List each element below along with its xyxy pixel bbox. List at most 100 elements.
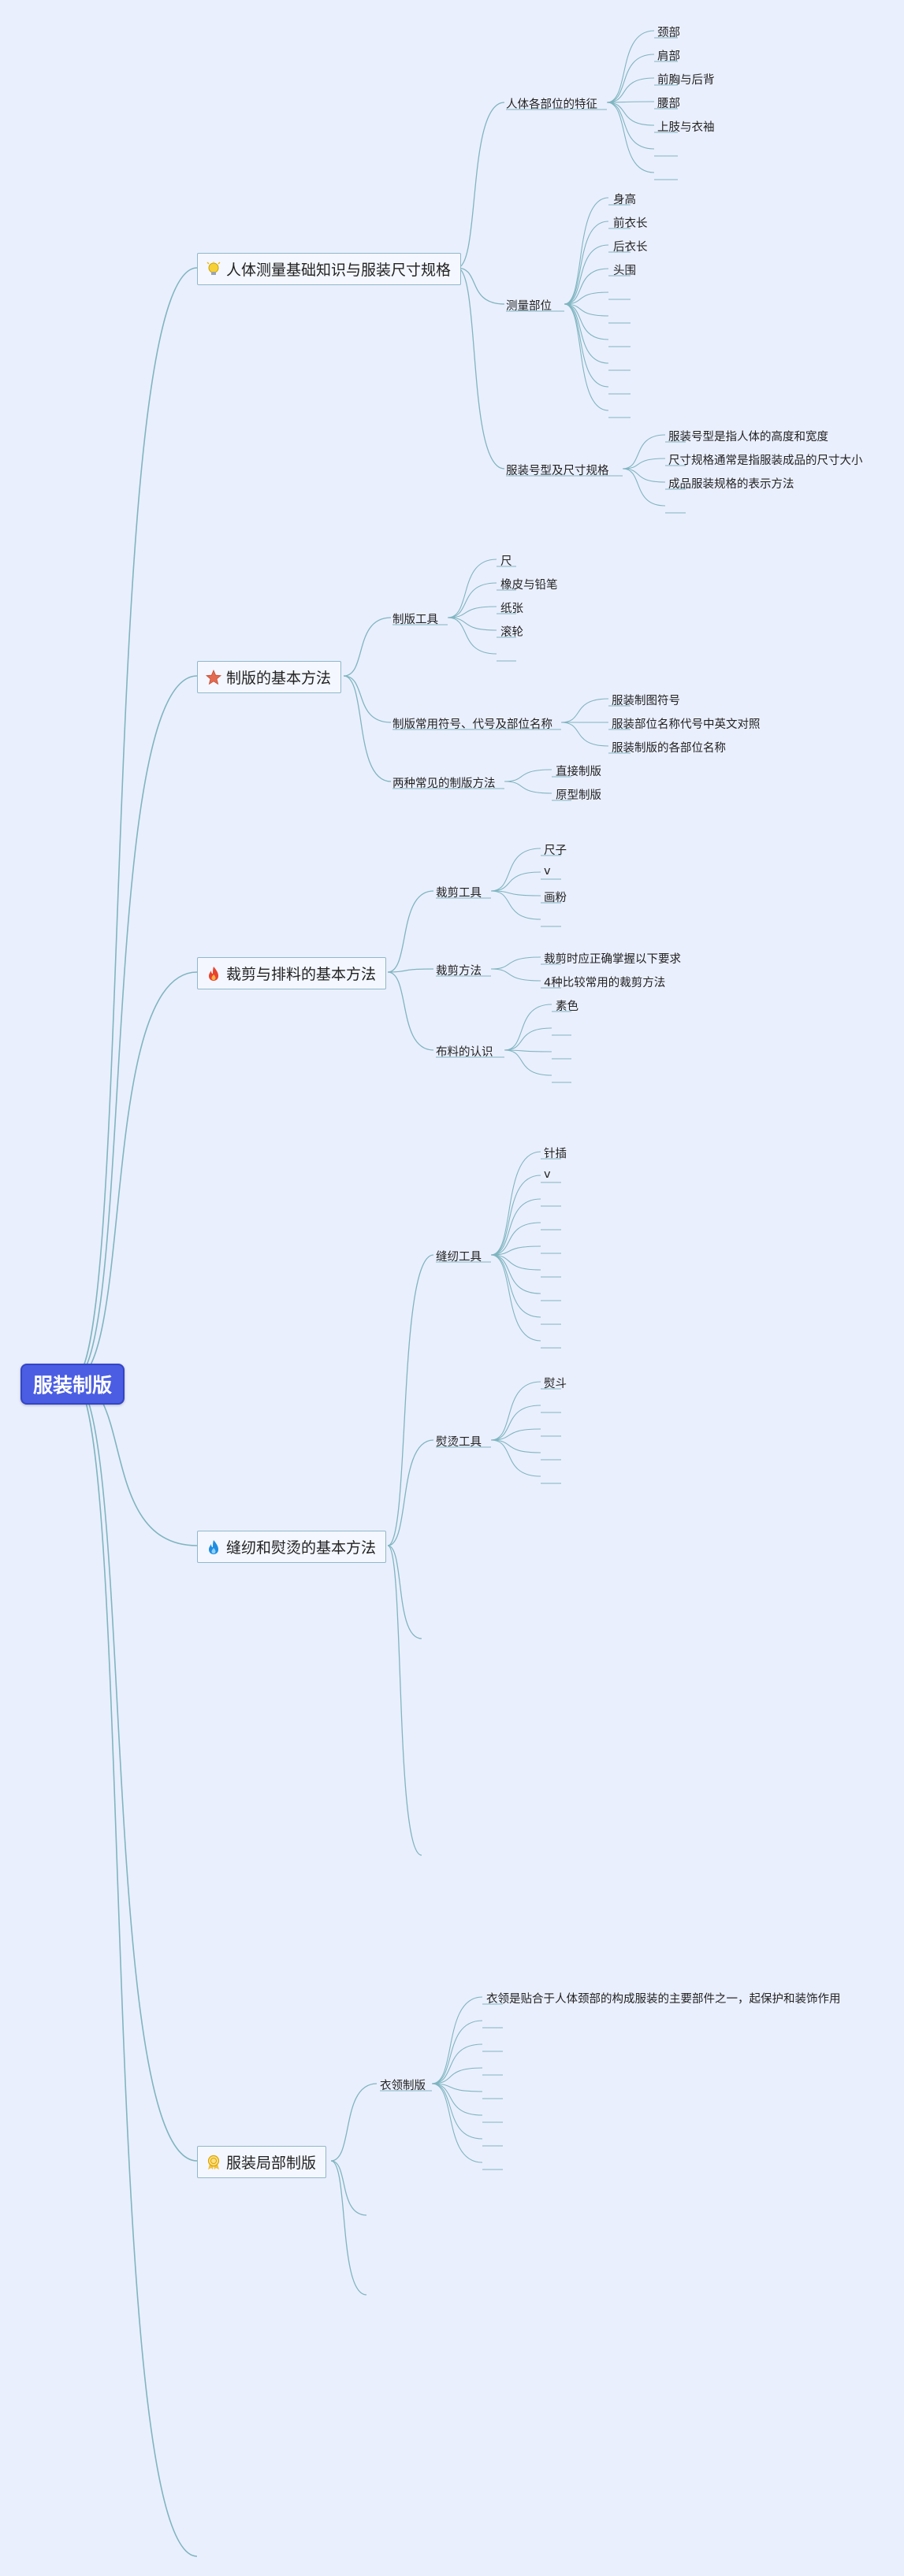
leaf-item[interactable]: 尺寸规格通常是指服装成品的尺寸大小 xyxy=(668,455,863,467)
connector-line xyxy=(504,769,552,782)
branch-measurement[interactable]: 人体测量基础知识与服装尺寸规格 xyxy=(197,253,462,285)
sub-fabric[interactable]: 布料的认识 xyxy=(436,1046,493,1059)
leaf-item[interactable]: 腰部 xyxy=(657,98,680,110)
leaf-item[interactable]: 尺子 xyxy=(544,844,567,857)
connector-line xyxy=(490,1222,541,1256)
sub-body-features[interactable]: 人体各部位的特征 xyxy=(506,98,597,111)
leaf-item[interactable]: 4种比较常用的裁剪方法 xyxy=(544,977,666,989)
leaf-item[interactable]: 针插 xyxy=(544,1148,567,1160)
connector-line xyxy=(564,303,609,340)
connector-line xyxy=(72,675,198,1381)
leaf-item[interactable]: 上肢与衣袖 xyxy=(657,121,715,134)
connector-line xyxy=(564,221,609,305)
sub-cutting-methods[interactable]: 裁剪方法 xyxy=(436,965,482,978)
leaf-item[interactable]: 衣领是贴合于人体颈部的构成服装的主要部件之一，起保护和装饰作用 xyxy=(486,1993,841,2006)
connector-line xyxy=(490,890,541,920)
branch-label: 人体测量基础知识与服装尺寸规格 xyxy=(226,262,452,279)
connector-line xyxy=(606,102,655,126)
sub-collar-pattern[interactable]: 衣领制版 xyxy=(380,2080,426,2092)
connector-line xyxy=(343,617,392,677)
root-node[interactable]: 服装制版 xyxy=(20,1364,125,1405)
connector-line xyxy=(456,102,505,269)
leaf-item[interactable]: 成品服装规格的表示方法 xyxy=(668,478,794,491)
leaf-item[interactable]: 熨斗 xyxy=(544,1378,567,1390)
branch-sewing-ironing[interactable]: 缝纫和熨烫的基本方法 xyxy=(197,1531,387,1563)
branch-cutting-layout[interactable]: 裁剪与排料的基本方法 xyxy=(197,957,387,989)
connector-line xyxy=(490,968,541,982)
connector-line xyxy=(504,1049,552,1052)
leaf-item[interactable]: 前胸与后背 xyxy=(657,74,715,87)
leaf-item[interactable]: 颈部 xyxy=(657,27,680,39)
connector-line xyxy=(447,606,497,618)
star-icon xyxy=(206,669,221,685)
branch-pattern-methods[interactable]: 制版的基本方法 xyxy=(197,661,342,693)
connector-line xyxy=(431,2083,483,2140)
connector-line xyxy=(622,458,666,470)
leaf-item[interactable]: v xyxy=(544,865,551,878)
leaf-item[interactable]: 身高 xyxy=(613,194,636,206)
connector-line xyxy=(490,1405,541,1441)
sub-size-spec[interactable]: 服装号型及尺寸规格 xyxy=(506,465,609,477)
connector-line xyxy=(72,971,198,1381)
leaf-item[interactable]: 橡皮与铅笔 xyxy=(500,579,558,592)
connector-line xyxy=(564,303,609,411)
connector-line xyxy=(387,1545,422,1639)
leaf-item[interactable]: 服装制图符号 xyxy=(612,695,680,707)
sub-sewing-tools[interactable]: 缝纫工具 xyxy=(436,1251,482,1264)
connector-line xyxy=(490,1439,541,1453)
sub-measure-parts[interactable]: 测量部位 xyxy=(506,300,552,313)
sub-pattern-tools[interactable]: 制版工具 xyxy=(392,614,438,626)
connector-line xyxy=(490,1254,541,1294)
sub-ironing-tools[interactable]: 熨烫工具 xyxy=(436,1436,482,1449)
connector-line xyxy=(490,1245,541,1256)
leaf-item[interactable]: 服装制版的各部位名称 xyxy=(612,742,726,755)
sub-symbols[interactable]: 制版常用符号、代号及部位名称 xyxy=(392,718,552,731)
branch-partial-pattern[interactable]: 服装局部制版 xyxy=(197,2146,327,2178)
connector-line xyxy=(622,434,666,470)
leaf-item[interactable]: 前衣长 xyxy=(613,217,648,230)
branch-label: 制版的基本方法 xyxy=(226,670,332,687)
connector-line xyxy=(431,2083,483,2092)
leaf-item[interactable]: 素色 xyxy=(556,1000,578,1013)
connector-line xyxy=(431,2083,483,2116)
connector-line xyxy=(560,698,609,723)
connector-line xyxy=(431,2067,483,2084)
leaf-item[interactable]: 画粉 xyxy=(544,892,567,904)
sub-cutting-tools[interactable]: 裁剪工具 xyxy=(436,887,482,900)
connector-line xyxy=(447,582,497,618)
connector-line xyxy=(447,617,497,655)
connector-line xyxy=(622,468,666,507)
sub-two-methods[interactable]: 两种常见的制版方法 xyxy=(392,778,496,790)
connector-line xyxy=(564,291,609,305)
leaf-item[interactable]: 纸张 xyxy=(500,603,523,615)
connector-line xyxy=(490,1198,541,1256)
connector-line xyxy=(456,267,505,470)
leaf-item[interactable]: 服装部位名称代号中英文对照 xyxy=(612,718,761,731)
leaf-item[interactable]: 后衣长 xyxy=(613,241,648,254)
leaf-item[interactable]: 服装号型是指人体的高度和宽度 xyxy=(668,431,828,444)
fire-blue-icon xyxy=(209,1539,218,1554)
leaf-item[interactable]: 肩部 xyxy=(657,50,680,63)
connector-line xyxy=(431,1996,483,2084)
connector-line xyxy=(606,54,655,103)
connector-line xyxy=(606,102,655,150)
connector-line xyxy=(490,956,541,970)
leaf-item[interactable]: 滚轮 xyxy=(500,626,523,639)
leaf-item[interactable]: 裁剪时应正确掌握以下要求 xyxy=(544,953,681,966)
connector-line xyxy=(387,1439,434,1546)
leaf-item[interactable]: 直接制版 xyxy=(556,766,601,778)
connector-line xyxy=(564,244,609,305)
leaf-item[interactable]: 原型制版 xyxy=(556,789,601,802)
leaf-item[interactable]: 尺 xyxy=(500,555,512,568)
connector-line xyxy=(490,1175,541,1256)
connector-line xyxy=(330,2160,367,2296)
connector-line xyxy=(490,871,541,892)
connector-line xyxy=(72,1379,198,1546)
connector-line xyxy=(504,1027,552,1051)
connector-line xyxy=(490,1254,541,1271)
connector-line xyxy=(431,2083,483,2163)
leaf-item[interactable]: v xyxy=(544,1168,551,1181)
connector-line xyxy=(456,267,505,305)
leaf-item[interactable]: 头围 xyxy=(613,265,636,277)
connector-line xyxy=(504,1049,552,1076)
